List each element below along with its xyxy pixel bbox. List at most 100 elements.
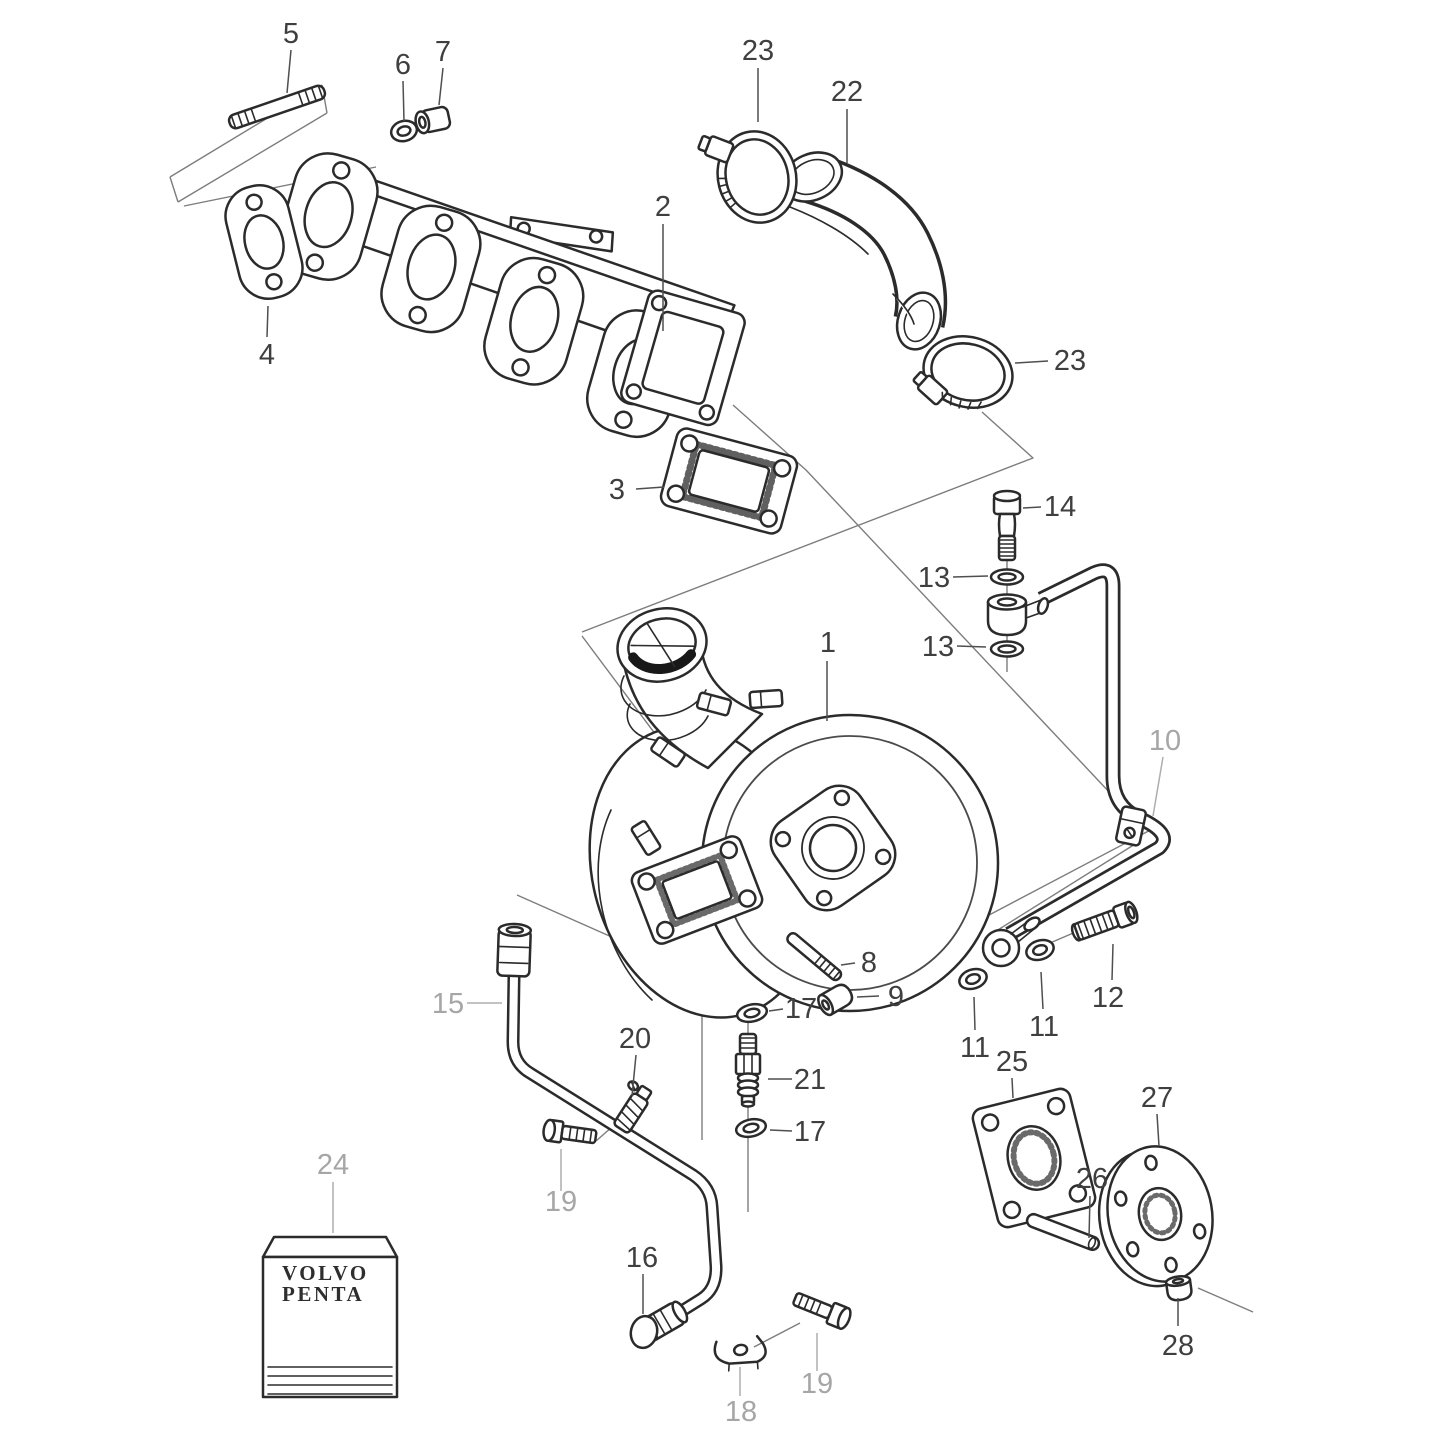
- part-label-25-24: 25: [996, 1046, 1028, 1078]
- banjo-washer-upper: [989, 568, 1025, 586]
- turbo-inlet-gasket: [659, 427, 799, 535]
- part-label-12-23: 12: [1092, 982, 1124, 1014]
- manifold-stud: [227, 84, 327, 130]
- part-label-11-22: 11: [1029, 1011, 1059, 1043]
- union-washer-right: [1025, 938, 1055, 962]
- clamp-bolt-upper: [542, 1118, 598, 1145]
- part-label-5-0: 5: [283, 18, 299, 50]
- part-label-6-1: 6: [395, 49, 411, 81]
- part-label-leader-6-1: [402, 80, 405, 122]
- part-label-leader-13-10: [952, 575, 989, 578]
- cap-nut: [817, 983, 854, 1017]
- part-label-leader-10-13: [1152, 756, 1164, 817]
- part-label-9-15: 9: [888, 981, 904, 1013]
- manifold-flange-3: [483, 256, 585, 386]
- part-label-leader-5-0: [286, 49, 292, 94]
- manifold-gasket: [224, 184, 304, 300]
- pipe-bracket: [713, 1334, 767, 1372]
- part-label-leader-4-3: [266, 305, 269, 338]
- vband-clamp-tab: [650, 736, 686, 768]
- clamp-screw: [912, 371, 949, 406]
- part-label-22-6: 22: [831, 76, 863, 108]
- part-label-2-4: 2: [655, 191, 671, 223]
- flange-nut: [1164, 1275, 1193, 1302]
- clamp-bolt-lower: [792, 1292, 852, 1330]
- hose-lower-opening: [895, 291, 943, 351]
- exhaust-manifold: [277, 152, 746, 438]
- oil-feed-line: [986, 489, 1171, 941]
- hose-clamp-lower: [912, 335, 1014, 410]
- union-washer-left: [958, 967, 988, 991]
- part-label-3-8: 3: [609, 474, 625, 506]
- part-label-4-3: 4: [259, 339, 275, 371]
- part-label-23-7: 23: [1054, 345, 1086, 377]
- hollow-screw: [1070, 900, 1139, 942]
- vband-clamp-tab: [748, 688, 784, 710]
- turbo-stud: [786, 932, 843, 982]
- part-label-18-30: 18: [725, 1396, 757, 1428]
- drain-pipe-nut: [496, 922, 533, 978]
- part-label-24-27: 24: [317, 1149, 349, 1181]
- part-label-leader-27-25: [1156, 1113, 1160, 1147]
- part-label-leader-17-20: [769, 1129, 793, 1132]
- part-label-7-2: 7: [435, 36, 451, 68]
- pipe-clip: [1115, 805, 1147, 847]
- manifold-flange-1: [277, 152, 379, 281]
- part-label-leader-20-18: [631, 1054, 637, 1097]
- hose-clamp-upper: [697, 130, 798, 224]
- manifold-outlet-flange: [620, 289, 746, 427]
- part-label-23-5: 23: [742, 35, 774, 67]
- vband-clamp-tab: [630, 820, 662, 856]
- part-label-leader-8-14: [840, 962, 856, 966]
- stud-washer: [389, 119, 419, 143]
- sealing-washer-upper: [735, 1002, 769, 1024]
- part-label-leader-11-22: [1040, 971, 1044, 1010]
- turbocharger: [588, 607, 1000, 1019]
- part-label-leader-14-9: [1022, 506, 1042, 509]
- oil-elbow-union: [981, 916, 1041, 968]
- o-ring: [629, 1314, 659, 1350]
- parts-kit-box: VOLVO PENTA: [261, 1235, 399, 1399]
- part-label-leader-13-11: [956, 645, 987, 648]
- part-label-28-32: 28: [1162, 1330, 1194, 1362]
- part-label-13-10: 13: [918, 562, 950, 594]
- part-label-leader-11-21: [973, 996, 976, 1031]
- part-label-11-21: 11: [960, 1032, 990, 1064]
- part-label-leader-3-8: [635, 486, 665, 490]
- part-label-20-18: 20: [619, 1023, 651, 1055]
- part-label-10-13: 10: [1149, 725, 1181, 757]
- air-intake-elbow-hose: [780, 151, 948, 351]
- part-label-leader-26-26: [1088, 1195, 1091, 1239]
- turbine-inlet-flange: [630, 835, 764, 945]
- brand-line-2: PENTA: [282, 1282, 364, 1306]
- part-label-16-29: 16: [626, 1242, 658, 1274]
- pipe-clamp: [613, 1080, 653, 1134]
- part-label-14-9: 14: [1044, 491, 1076, 523]
- banjo-washer-lower: [989, 640, 1025, 658]
- part-label-leader-9-15: [856, 995, 880, 998]
- compressor-inlet-opening: [616, 607, 708, 683]
- stud-pin: [1025, 1212, 1101, 1252]
- clamp-screw: [697, 134, 735, 164]
- oil-return-gasket: [971, 1087, 1097, 1229]
- part-label-26-26: 26: [1076, 1163, 1108, 1195]
- part-label-15-17: 15: [432, 988, 464, 1020]
- part-label-27-25: 27: [1141, 1082, 1173, 1114]
- vband-clamp-tab: [695, 691, 733, 717]
- compressor-outlet-flange: [769, 784, 897, 912]
- part-label-17-20: 17: [794, 1116, 826, 1148]
- part-label-19-28: 19: [545, 1186, 577, 1218]
- part-label-leader-23-7: [1014, 360, 1049, 364]
- part-label-leader-7-2: [438, 67, 444, 106]
- manifold-flange-2: [380, 204, 482, 334]
- part-label-1-12: 1: [820, 627, 836, 659]
- part-label-19-31: 19: [801, 1368, 833, 1400]
- stud-nut: [414, 105, 452, 135]
- part-label-21-19: 21: [794, 1064, 826, 1096]
- part-label-13-11: 13: [922, 631, 954, 663]
- sealing-washer-lower: [734, 1117, 768, 1139]
- oil-drain-connector: [734, 1032, 762, 1108]
